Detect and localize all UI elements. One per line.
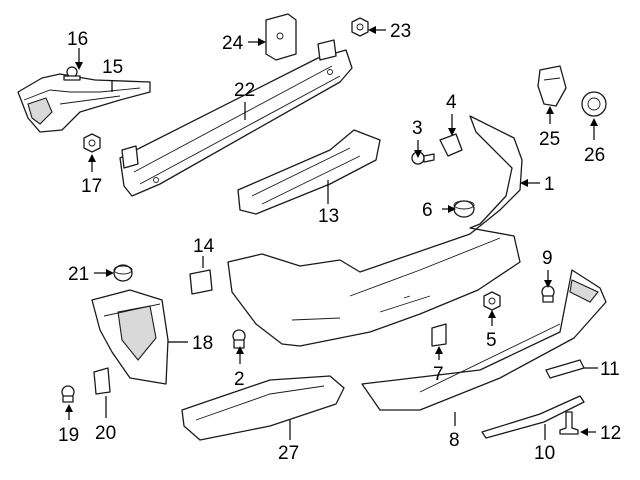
callout-4: 4 <box>446 92 457 113</box>
part-25-sensor-holder <box>537 65 567 107</box>
part-15-side-trim <box>17 73 151 133</box>
callout-8: 8 <box>449 430 460 451</box>
part-6-pad <box>453 200 475 218</box>
callout-17: 17 <box>81 176 102 197</box>
part-14-bracket <box>189 269 213 295</box>
part-8-lower-valance <box>361 269 607 411</box>
callout-6: 6 <box>422 200 433 221</box>
callout-20: 20 <box>95 423 116 444</box>
part-21-pad <box>113 264 133 282</box>
callout-10: 10 <box>534 443 555 464</box>
callout-26: 26 <box>584 145 605 166</box>
callout-2: 2 <box>234 369 245 390</box>
part-5-nut <box>483 291 501 311</box>
part-23-nut <box>351 17 369 37</box>
callout-labels: 1 2 3 4 5 6 7 8 9 10 11 12 13 14 15 16 1… <box>58 21 621 464</box>
part-27-reflector <box>181 375 345 441</box>
part-10-trim-strip <box>481 395 585 439</box>
callout-27: 27 <box>278 443 299 464</box>
callout-1: 1 <box>544 174 555 195</box>
callout-13: 13 <box>318 206 339 227</box>
callout-5: 5 <box>486 330 497 351</box>
callout-16: 16 <box>67 29 88 50</box>
leader-lines <box>65 26 598 440</box>
part-18-side-bracket <box>91 289 169 385</box>
part-22-impact-bar <box>119 39 353 197</box>
part-7-clip <box>431 323 447 347</box>
callout-11: 11 <box>600 359 620 380</box>
part-4-clip <box>439 133 463 157</box>
callout-15: 15 <box>102 57 123 78</box>
callout-18: 18 <box>192 333 213 354</box>
part-24-bracket <box>265 13 297 61</box>
callout-19: 19 <box>58 425 79 446</box>
callout-24: 24 <box>222 33 244 54</box>
part-20-clip <box>93 367 111 395</box>
part-13-energy-absorber <box>237 129 381 215</box>
part-11-strip <box>545 359 585 379</box>
part-1-bumper-cover <box>227 115 523 347</box>
part-2-screw <box>232 329 246 349</box>
callout-21: 21 <box>68 264 89 285</box>
callout-25: 25 <box>539 129 560 150</box>
callout-14: 14 <box>193 236 215 257</box>
callout-9: 9 <box>542 248 553 269</box>
part-17-nut <box>83 133 101 153</box>
part-26-grommet <box>581 91 607 117</box>
callout-3: 3 <box>412 118 423 139</box>
part-3-screw <box>411 151 435 165</box>
callout-23: 23 <box>390 21 411 42</box>
callout-7: 7 <box>433 364 444 385</box>
callout-12: 12 <box>600 423 621 444</box>
part-19-screw <box>61 385 75 403</box>
part-16-screw <box>63 66 81 81</box>
callout-22: 22 <box>234 80 255 101</box>
part-12-stud <box>559 411 579 435</box>
part-9-screw <box>541 285 555 303</box>
